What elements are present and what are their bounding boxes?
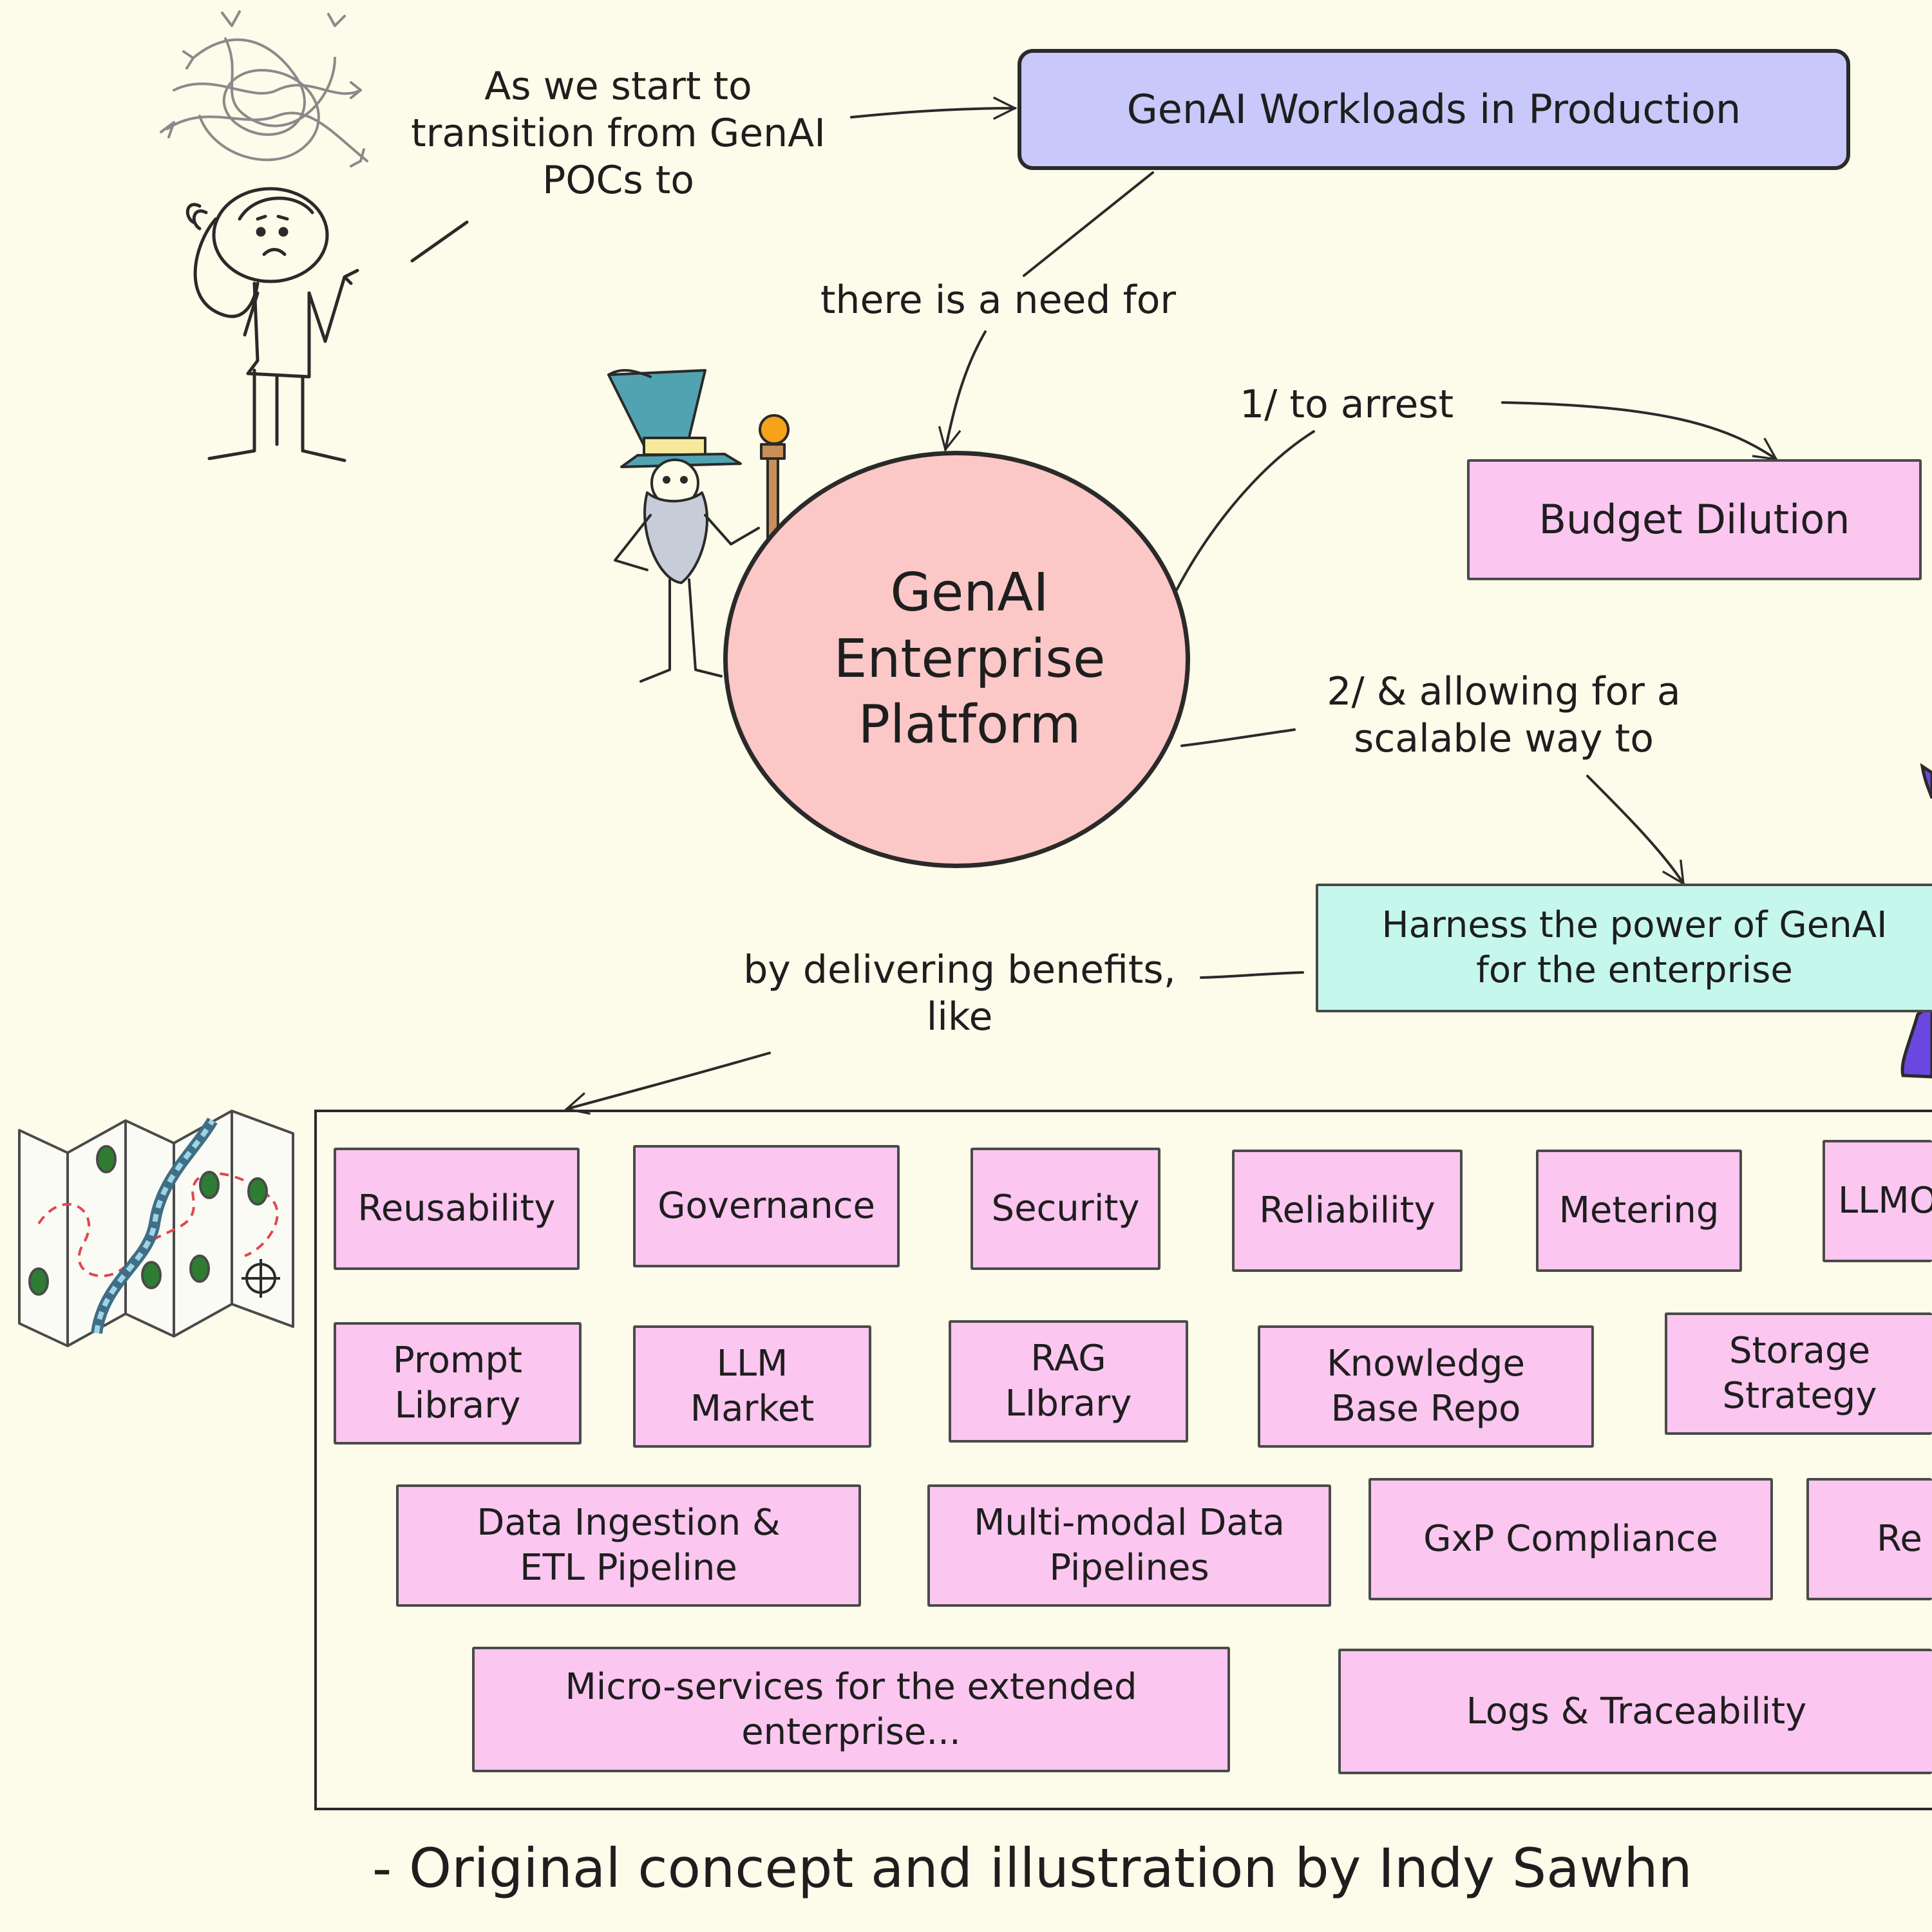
benefit-rag-library: RAG LIbrary <box>949 1320 1188 1443</box>
benefit-prompt-library: Prompt Library <box>334 1322 582 1444</box>
benefit-knowledge-base: Knowledge Base Repo <box>1258 1325 1594 1448</box>
benefit-gxp: GxP Compliance <box>1368 1478 1773 1600</box>
benefit-llm-market: LLM Market <box>633 1325 871 1448</box>
dash-mark <box>410 220 469 263</box>
note-arrest: 1/ to arrest <box>1240 382 1454 427</box>
treasure-map-icon <box>18 1110 294 1347</box>
purple-figure-icon <box>1900 762 1932 1079</box>
connectors <box>567 108 1776 1109</box>
benefit-security: Security <box>971 1148 1160 1270</box>
benefit-governance: Governance <box>633 1145 900 1267</box>
harness-box: Harness the power of GenAI for the enter… <box>1316 884 1932 1012</box>
benefit-multimodal: Multi-modal Data Pipelines <box>927 1484 1331 1607</box>
benefit-metering: Metering <box>1536 1150 1742 1272</box>
stressed-person-icon <box>185 187 359 462</box>
benefit-data-ingestion: Data Ingestion & ETL Pipeline <box>396 1484 861 1607</box>
tangled-arrows-icon <box>160 10 368 167</box>
benefits-frame <box>314 1110 1932 1810</box>
note-transition: As we start to transition from GenAI POC… <box>411 64 826 204</box>
benefit-re-partial: Re <box>1806 1478 1932 1600</box>
credit-line: - Original concept and illustration by I… <box>372 1837 1692 1900</box>
note-need: there is a need for <box>820 278 1177 323</box>
budget-box: Budget Dilution <box>1467 459 1922 580</box>
production-box: GenAI Workloads in Production <box>1018 49 1850 170</box>
benefit-microservices: Micro-services for the extended enterpri… <box>472 1647 1230 1772</box>
note-benefits: by delivering benefits, like <box>743 947 1176 1040</box>
note-scalable: 2/ & allowing for a scalable way to <box>1327 669 1681 762</box>
benefit-llmops: LLMO <box>1823 1140 1932 1262</box>
platform-circle: GenAI Enterprise Platform <box>723 451 1190 868</box>
benefit-reusability: Reusability <box>334 1148 580 1270</box>
benefit-reliability: Reliability <box>1232 1150 1463 1272</box>
benefit-storage-strategy: Storage Strategy <box>1665 1312 1932 1435</box>
benefit-logs: Logs & Traceability <box>1338 1649 1932 1774</box>
